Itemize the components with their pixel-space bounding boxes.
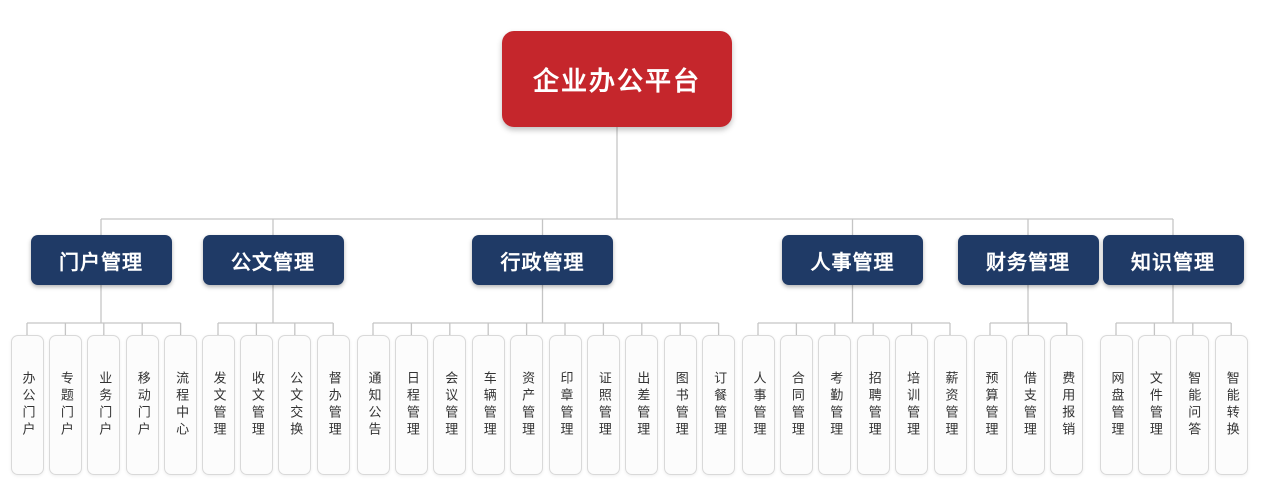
leaf-node-label: 公文交换 xyxy=(287,371,303,439)
leaf-node-label: 考勤管理 xyxy=(827,371,843,439)
branch-node-1: 公文管理 xyxy=(202,235,344,285)
root-node: 企业办公平台 xyxy=(502,31,732,127)
leaf-node: 移动门户 xyxy=(125,335,159,475)
leaf-node: 日程管理 xyxy=(394,335,428,475)
leaf-node: 费用报销 xyxy=(1050,335,1084,475)
leaf-node: 流程中心 xyxy=(164,335,198,475)
leaf-node: 智能转换 xyxy=(1214,335,1248,475)
leaf-node: 招聘管理 xyxy=(856,335,890,475)
leaf-node: 办公门户 xyxy=(10,335,44,475)
leaf-node-label: 预算管理 xyxy=(982,371,998,439)
leaf-node: 智能问答 xyxy=(1176,335,1210,475)
leaf-node-label: 印章管理 xyxy=(557,371,573,439)
leaf-node: 图书管理 xyxy=(663,335,697,475)
leaf-node: 借支管理 xyxy=(1011,335,1045,475)
leaf-node: 通知公告 xyxy=(356,335,390,475)
leaf-node-label: 智能问答 xyxy=(1185,371,1201,439)
leaf-node-label: 日程管理 xyxy=(403,371,419,439)
leaf-node-label: 薪资管理 xyxy=(942,371,958,439)
leaf-node: 印章管理 xyxy=(548,335,582,475)
leaf-node-label: 人事管理 xyxy=(750,371,766,439)
leaf-node-label: 通知公告 xyxy=(365,371,381,439)
branch-node-5: 知识管理 xyxy=(1102,235,1244,285)
branch-node-2: 行政管理 xyxy=(472,235,613,285)
leaf-node-label: 车辆管理 xyxy=(480,371,496,439)
leaf-node-label: 借支管理 xyxy=(1020,371,1036,439)
leaf-node: 出差管理 xyxy=(625,335,659,475)
leaf-node-label: 督办管理 xyxy=(325,371,341,439)
leaf-node: 网盘管理 xyxy=(1099,335,1133,475)
leaf-node: 培训管理 xyxy=(895,335,929,475)
leaf-node: 会议管理 xyxy=(433,335,467,475)
leaf-node-label: 业务门户 xyxy=(96,371,112,439)
leaf-node-label: 网盘管理 xyxy=(1108,371,1124,439)
branch-node-0: 门户管理 xyxy=(30,235,172,285)
leaf-node-label: 费用报销 xyxy=(1059,371,1075,439)
leaf-node: 业务门户 xyxy=(87,335,121,475)
leaf-node: 订餐管理 xyxy=(702,335,736,475)
leaf-node-label: 会议管理 xyxy=(442,371,458,439)
leaf-node: 证照管理 xyxy=(586,335,620,475)
leaf-node: 督办管理 xyxy=(316,335,350,475)
leaf-node-label: 培训管理 xyxy=(904,371,920,439)
leaf-node: 资产管理 xyxy=(510,335,544,475)
leaf-node: 文件管理 xyxy=(1137,335,1171,475)
leaf-node-label: 招聘管理 xyxy=(865,371,881,439)
leaf-node-label: 发文管理 xyxy=(210,371,226,439)
leaf-node: 专题门户 xyxy=(48,335,82,475)
leaf-node: 考勤管理 xyxy=(818,335,852,475)
leaf-node-label: 图书管理 xyxy=(672,371,688,439)
leaf-node-label: 证照管理 xyxy=(595,371,611,439)
leaf-node-label: 出差管理 xyxy=(634,371,650,439)
leaf-node: 公文交换 xyxy=(278,335,312,475)
leaf-node: 发文管理 xyxy=(201,335,235,475)
branch-node-4: 财务管理 xyxy=(957,235,1099,285)
leaf-node-label: 专题门户 xyxy=(57,371,73,439)
leaf-node-label: 资产管理 xyxy=(519,371,535,439)
leaf-node-label: 智能转换 xyxy=(1223,371,1239,439)
leaf-node: 合同管理 xyxy=(779,335,813,475)
leaf-node-label: 合同管理 xyxy=(788,371,804,439)
leaf-node-label: 流程中心 xyxy=(173,371,189,439)
leaf-node: 人事管理 xyxy=(741,335,775,475)
leaf-node-label: 文件管理 xyxy=(1146,371,1162,439)
leaf-node: 预算管理 xyxy=(973,335,1007,475)
leaf-node-label: 办公门户 xyxy=(19,371,35,439)
leaf-node: 车辆管理 xyxy=(471,335,505,475)
leaf-node: 薪资管理 xyxy=(933,335,967,475)
leaf-node-label: 收文管理 xyxy=(248,371,264,439)
branch-node-3: 人事管理 xyxy=(782,235,923,285)
leaf-node-label: 订餐管理 xyxy=(711,371,727,439)
leaf-node: 收文管理 xyxy=(239,335,273,475)
leaf-node-label: 移动门户 xyxy=(134,371,150,439)
